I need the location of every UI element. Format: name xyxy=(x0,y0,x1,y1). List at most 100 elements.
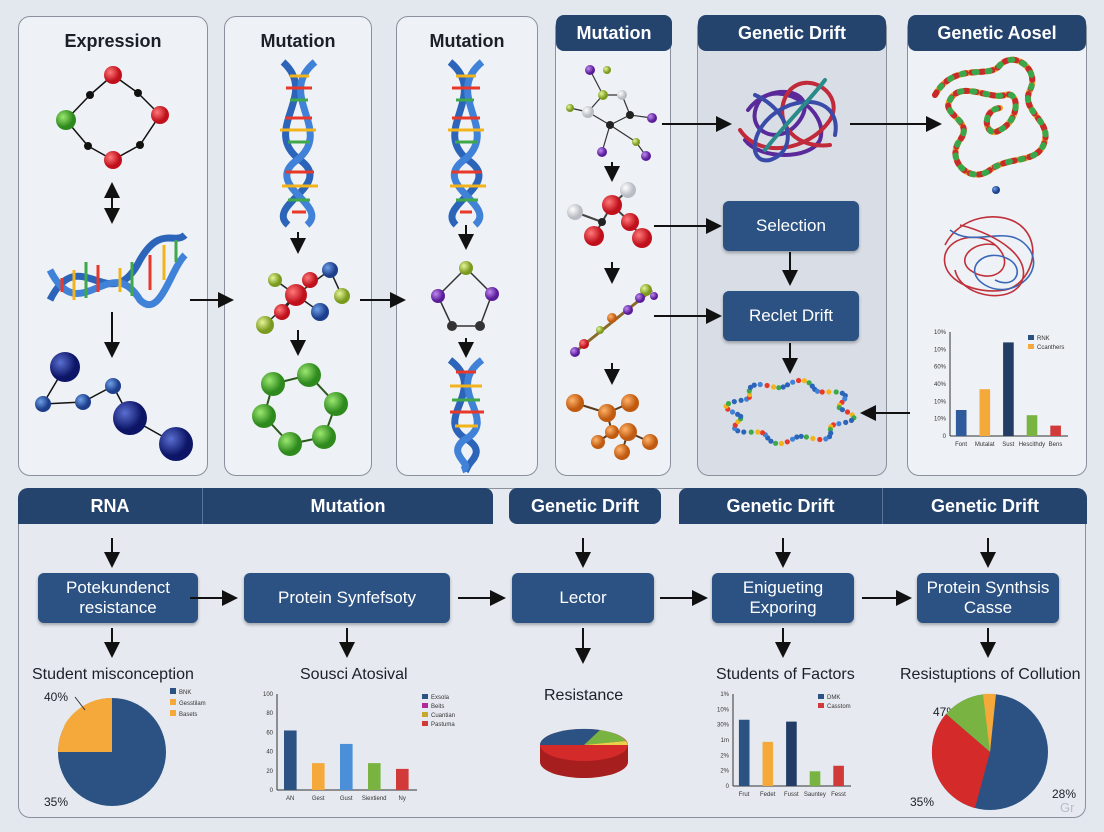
panel-title: Genetic Drift xyxy=(698,15,886,51)
y-tick-label: 40% xyxy=(934,382,947,388)
bead xyxy=(848,417,855,423)
legend-swatch xyxy=(422,694,428,699)
legend-label: DMK xyxy=(827,695,840,701)
bead xyxy=(814,388,821,394)
bead xyxy=(768,438,774,444)
bar xyxy=(284,730,297,790)
legend-swatch xyxy=(818,703,824,708)
legend-swatch xyxy=(170,699,176,705)
bar xyxy=(762,741,774,786)
bead xyxy=(751,382,757,388)
pie-chart-3d xyxy=(539,728,628,778)
legend-swatch xyxy=(818,694,824,699)
x-tick-label: Mutalat xyxy=(975,442,995,448)
bead xyxy=(729,409,736,415)
label-resistance: Resistance xyxy=(544,687,624,704)
legend-label: Cuantian xyxy=(431,713,455,719)
legend-swatch xyxy=(1028,335,1034,340)
legend-label: BNK xyxy=(179,690,191,696)
legend-label: Gesstilam xyxy=(179,701,206,707)
protein-tangle-1 xyxy=(738,78,838,163)
bottom-header-genetic-drift-2: Genetic Drift xyxy=(679,488,882,524)
dna-vertical-1 xyxy=(279,59,318,228)
bar xyxy=(312,763,325,790)
x-tick-label: Bens xyxy=(1049,442,1063,448)
y-tick-label: 10% xyxy=(934,399,947,405)
bar xyxy=(368,763,381,790)
bar xyxy=(786,721,797,786)
bead xyxy=(826,434,833,440)
y-tick-label: 20 xyxy=(266,769,273,775)
label-student-misconception: Student misconception xyxy=(32,666,194,683)
bead xyxy=(798,433,804,439)
bottom-header-genetic-drift-1: Genetic Drift xyxy=(509,488,661,524)
bottom-header-mutation: Mutation xyxy=(202,488,493,524)
panel-title: Genetic Aosel xyxy=(908,15,1086,51)
y-tick-label: 80 xyxy=(266,711,273,717)
y-tick-label: 0 xyxy=(943,434,947,440)
y-tick-label: 2% xyxy=(720,753,729,759)
watermark: Gr xyxy=(1060,800,1075,815)
box-lector: Lector xyxy=(512,573,654,623)
legend-label: RNK xyxy=(1037,336,1050,342)
legend-swatch xyxy=(170,710,176,716)
legend-label: Beits xyxy=(431,704,444,710)
bead xyxy=(741,429,747,435)
legend-swatch xyxy=(422,712,428,717)
pie-chart-1 xyxy=(58,696,166,806)
x-tick-label: AN xyxy=(286,796,294,802)
y-tick-label: 10% xyxy=(934,417,947,423)
pie-chart-5 xyxy=(931,693,1048,810)
legend-label: Casstom xyxy=(827,704,851,710)
label-resistuptions: Resistuptions of Collution xyxy=(900,666,1081,683)
bar xyxy=(1050,425,1061,436)
x-tick-label: Sust xyxy=(1002,442,1014,448)
pie1-pct-bottom: 35% xyxy=(44,795,69,809)
bead xyxy=(784,439,790,445)
y-tick-label: 1m xyxy=(721,738,729,744)
panel-title: Mutation xyxy=(556,15,672,51)
dna-vertical-2 xyxy=(447,59,486,228)
bead xyxy=(790,379,796,385)
x-tick-label: Sauntey xyxy=(804,792,826,798)
ring-molecule xyxy=(65,74,161,161)
bar xyxy=(396,768,409,790)
x-tick-label: Fesst xyxy=(831,792,846,798)
bead xyxy=(759,430,766,436)
x-tick-label: Hescithdy xyxy=(1019,442,1045,448)
legend-label: Basets xyxy=(179,712,197,718)
label-sousci-atosival: Sousci Atosival xyxy=(300,666,408,683)
selection-box: Selection xyxy=(723,201,859,251)
y-tick-label: 10% xyxy=(934,347,947,353)
protein-tangle-3 xyxy=(943,216,1035,297)
box-protein-synthsis: Protein Synthsis Casse xyxy=(917,573,1059,623)
legend-label: Pastuma xyxy=(431,722,455,728)
x-tick-label: Gust xyxy=(340,796,353,802)
bead xyxy=(801,378,808,384)
bead xyxy=(819,389,825,395)
box-enigueting: Enigueting Exporing xyxy=(712,573,854,623)
bead xyxy=(794,434,800,440)
x-tick-label: Siextiend xyxy=(362,796,387,802)
y-tick-label: 60 xyxy=(266,730,273,736)
x-tick-label: Gest xyxy=(312,796,325,802)
bead xyxy=(780,384,786,390)
bead xyxy=(796,377,802,384)
bar xyxy=(1003,342,1014,436)
bead xyxy=(826,389,832,395)
y-tick-label: 10% xyxy=(934,330,947,336)
bead xyxy=(817,436,823,443)
y-tick-label: 100 xyxy=(263,692,274,698)
x-tick-label: Font xyxy=(955,442,967,448)
bar xyxy=(340,743,353,790)
legend-swatch xyxy=(170,688,176,694)
pie1-pct-top: 40% xyxy=(44,690,69,704)
panel-title: Mutation xyxy=(260,31,336,51)
bead xyxy=(823,436,829,442)
y-tick-label: 30% xyxy=(717,723,730,729)
box-potekundenct: Potekundenct resistance xyxy=(38,573,198,623)
x-tick-label: Ny xyxy=(398,796,405,802)
